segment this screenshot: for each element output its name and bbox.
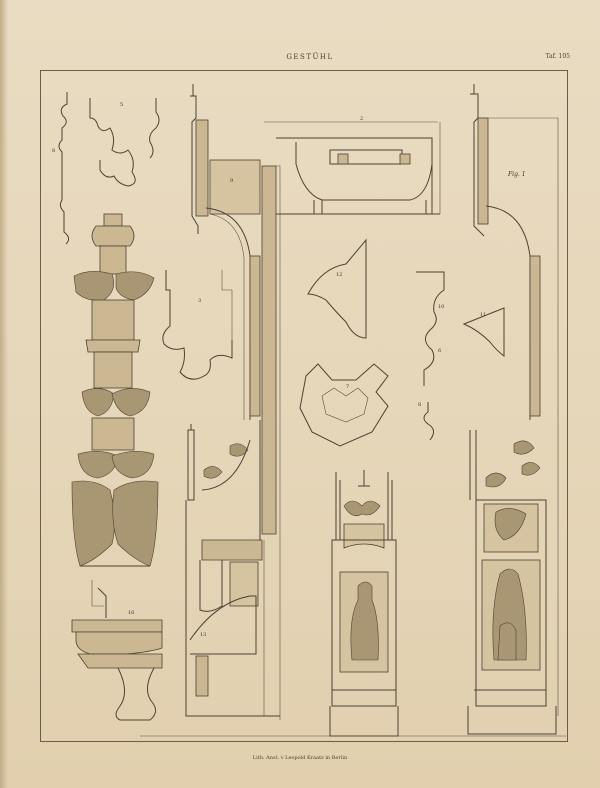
profile-drawing-10: 10 6 8 xyxy=(416,271,445,441)
label-figure-9: 9 xyxy=(230,178,233,184)
plate-number: Taf. 105 xyxy=(545,53,570,60)
profile-drawing-11: 11 xyxy=(462,307,505,358)
stall-side-elevation-fig1: Fig. 1 xyxy=(470,84,559,716)
page-edge-shadow xyxy=(0,0,8,788)
label-figure-8: 8 xyxy=(52,148,55,154)
profile-drawing-3: 3 xyxy=(162,270,233,380)
stall-side-section: 9 13 xyxy=(185,84,281,720)
plate-border xyxy=(40,70,568,742)
profile-drawing-12: 12 xyxy=(307,238,367,339)
label-fig-1: Fig. 1 xyxy=(507,171,526,178)
label-figure-3: 3 xyxy=(198,298,201,304)
label-figure-16: 16 xyxy=(128,610,134,616)
seat-elevation-2: 2 xyxy=(264,116,441,215)
label-figure-10: 10 xyxy=(438,304,444,310)
label-figure-8-lower: 8 xyxy=(418,402,421,408)
plate-title: GESTÜHL xyxy=(286,53,334,61)
label-figure-2: 2 xyxy=(360,116,363,122)
profile-drawing-7: 7 xyxy=(299,363,389,447)
label-figure-6: 6 xyxy=(438,348,441,354)
label-figure-11: 11 xyxy=(480,312,486,318)
armrest-profile-16: 16 xyxy=(71,580,163,721)
label-figure-12: 12 xyxy=(336,272,342,278)
stall-end-elevation-right xyxy=(467,430,557,735)
label-figure-7: 7 xyxy=(346,384,349,390)
carved-finial-column xyxy=(71,213,159,567)
label-figure-13: 13 xyxy=(200,632,206,638)
label-figure-5: 5 xyxy=(120,102,123,108)
stall-end-elevation-center xyxy=(329,470,399,737)
profile-drawings-left: 8 5 xyxy=(52,92,160,245)
printer-imprint: Lith. Anst. v Leopold Kraatz in Berlin xyxy=(252,755,348,761)
